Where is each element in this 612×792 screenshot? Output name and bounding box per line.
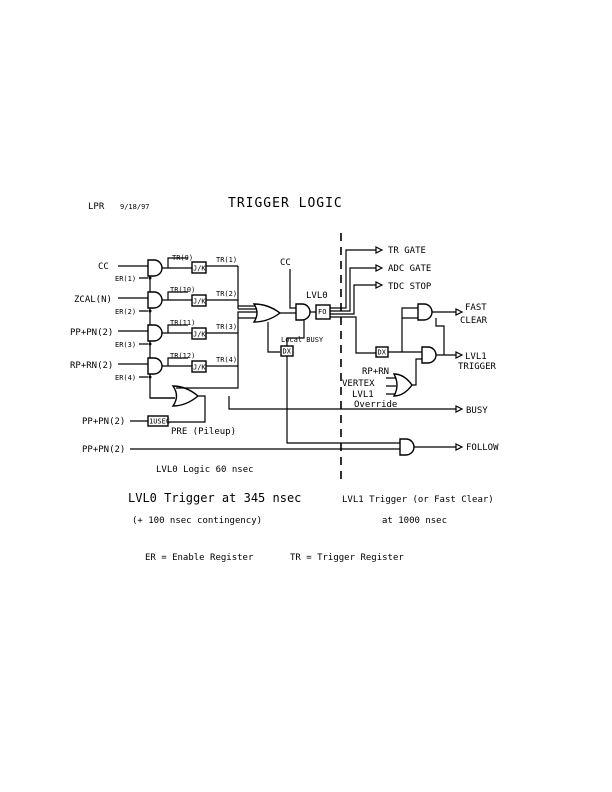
- tr4-label: TR(4): [216, 356, 237, 364]
- author-label: LPR: [88, 202, 105, 212]
- wire-or-lvl1: [412, 358, 422, 386]
- and-gate-lvl0: [295, 303, 311, 321]
- wire-dx-lvl1: [388, 307, 422, 353]
- input-pp-pn2: PP+PN(2): [70, 328, 113, 338]
- dx-label-busy: DX: [283, 348, 292, 356]
- jk-label-4: J/K: [193, 364, 206, 372]
- rp-rn-label: RP+RN: [362, 367, 389, 377]
- and-gate-1: [147, 259, 163, 277]
- wire-lvl1-out: [435, 318, 456, 356]
- clear-output: CLEAR: [460, 316, 488, 326]
- cc-lvl0-label: CC: [280, 258, 291, 268]
- wire-and-to-jk: [162, 257, 192, 367]
- input-cc: CC: [98, 262, 109, 272]
- wire-cc-lvl0: [289, 269, 298, 309]
- arrow-busy: [455, 405, 464, 413]
- fo-label: FO: [318, 308, 326, 316]
- wire-fo-outputs: [330, 249, 376, 354]
- arrow-follow: [455, 443, 464, 451]
- tr2-label: TR(2): [216, 290, 237, 298]
- arrow-lvl1: [455, 351, 464, 359]
- lvl1-output: LVL1: [465, 352, 487, 362]
- input-rp-rn2: RP+RN(2): [70, 361, 113, 371]
- input-zcal: ZCAL(N): [74, 295, 112, 305]
- input-er1: ER(1): [115, 275, 136, 283]
- tr1-label: TR(1): [216, 256, 237, 264]
- wire-tr-lines: [206, 265, 238, 367]
- wire-busy: [228, 396, 456, 410]
- at-1000-note: at 1000 nsec: [382, 516, 447, 526]
- input-er3: ER(3): [115, 341, 136, 349]
- arrow-fast-clear: [455, 308, 464, 316]
- vertex-label: VERTEX: [342, 379, 375, 389]
- wire-pileup: [150, 366, 239, 423]
- lvl0-trigger-note: LVL0 Trigger at 345 nsec: [128, 491, 301, 505]
- lvl1-input-label: LVL1: [352, 390, 374, 400]
- tr10-label: TR(10): [170, 286, 195, 294]
- pre-box-label: 1USEC: [149, 418, 170, 426]
- input-er2: ER(2): [115, 308, 136, 316]
- or-gate-main: [252, 303, 282, 323]
- fast-output: FAST: [465, 303, 487, 313]
- or-gate-lvl1: [392, 373, 413, 397]
- fo-box: [315, 304, 331, 320]
- and-gate-2: [147, 291, 163, 309]
- diagram-title: TRIGGER LOGIC: [228, 196, 343, 211]
- wire-inputs: [118, 265, 148, 378]
- contingency-note: (+ 100 nsec contingency): [132, 516, 262, 526]
- and-gate-3: [147, 324, 163, 342]
- and-gate-follow: [399, 438, 415, 456]
- follow-output: FOLLOW: [466, 443, 499, 453]
- date-label: 9/18/97: [120, 203, 150, 211]
- er-definition: ER = Enable Register: [145, 553, 254, 563]
- and-gate-fast-clear: [417, 303, 433, 321]
- tdc-stop-output: TDC STOP: [388, 282, 432, 292]
- input-pp-pn2-pre: PP+PN(2): [82, 417, 125, 427]
- adc-gate-output: ADC GATE: [388, 264, 431, 274]
- wire-to-or: [237, 266, 258, 366]
- trigger-output: TRIGGER: [458, 362, 497, 372]
- busy-output: BUSY: [466, 406, 488, 416]
- lvl1-trigger-note: LVL1 Trigger (or Fast Clear): [342, 495, 494, 505]
- input-pp-pn2-follow: PP+PN(2): [82, 445, 125, 455]
- tr3-label: TR(3): [216, 323, 237, 331]
- and-gate-lvl1: [421, 346, 437, 364]
- wire-follow: [130, 440, 400, 450]
- wire-local-busy: [267, 320, 305, 353]
- tr-definition: TR = Trigger Register: [290, 553, 404, 563]
- jk-label-2: J/K: [193, 298, 206, 306]
- local-busy-label: Local BUSY: [281, 336, 324, 344]
- lvl0-label: LVL0: [306, 291, 328, 301]
- lvl0-logic-note: LVL0 Logic 60 nsec: [156, 465, 254, 475]
- override-label: Override: [354, 400, 397, 410]
- tr12-label: TR(12): [170, 352, 195, 360]
- tr11-label: TR(11): [170, 319, 195, 327]
- input-er4: ER(4): [115, 374, 136, 382]
- tr9-label: TR(9): [172, 254, 193, 262]
- or-gate-pileup: [171, 385, 200, 407]
- arrows-fo: [375, 246, 384, 289]
- jk-label-3: J/K: [193, 331, 206, 339]
- pre-label: PRE (Pileup): [171, 427, 236, 437]
- tr-gate-output: TR GATE: [388, 246, 426, 256]
- dx-label-lvl1: DX: [378, 349, 387, 357]
- jk-box-1: [191, 261, 207, 274]
- and-gate-4: [147, 357, 163, 375]
- jk-label-1: J/K: [193, 265, 206, 273]
